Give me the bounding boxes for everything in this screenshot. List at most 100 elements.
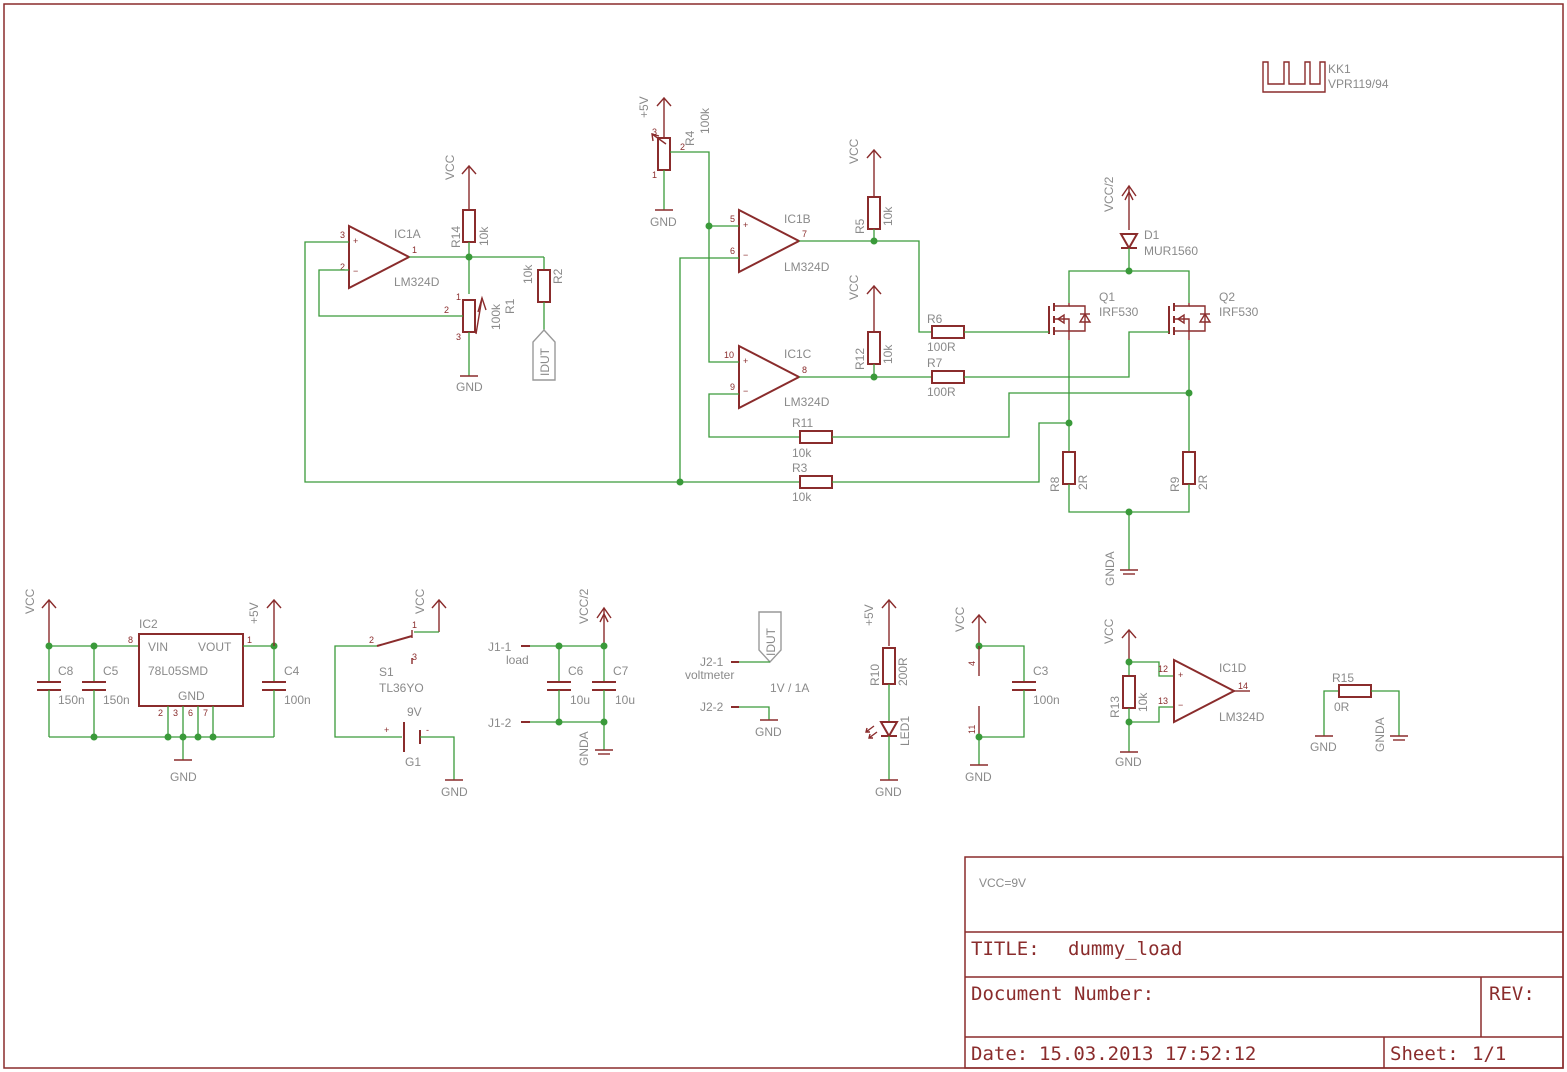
r1-name: R1 bbox=[503, 298, 517, 314]
title-label: TITLE: bbox=[971, 938, 1040, 960]
ic1c-section: + − 10 9 8 IC1C LM324D R11 10k VCC R12 1… bbox=[708, 226, 1189, 460]
ic1c-value: LM324D bbox=[784, 395, 830, 409]
resistor-r13 bbox=[1122, 675, 1136, 709]
led1-name: LED1 bbox=[898, 716, 912, 746]
r3-section: R3 10k bbox=[792, 419, 1073, 504]
svg-text:13: 13 bbox=[1158, 696, 1168, 706]
document-number-label: Document Number: bbox=[971, 983, 1154, 1005]
kk1-value: VPR119/94 bbox=[1328, 77, 1389, 91]
svg-text:+: + bbox=[743, 356, 748, 366]
gnd-label-led: GND bbox=[875, 785, 902, 799]
r13-name: R13 bbox=[1108, 696, 1122, 718]
mosfet-q1: Q1 IRF530 bbox=[1048, 290, 1139, 340]
ic2-gnd-label: GND bbox=[178, 689, 205, 703]
power-stage: VCC/2 D1 MUR1560 Q1 IRF530 bbox=[1045, 176, 1259, 586]
svg-text:2: 2 bbox=[340, 262, 345, 272]
r9-name: R9 bbox=[1168, 476, 1182, 492]
svg-text:3: 3 bbox=[340, 230, 345, 240]
p5v-label-led: +5V bbox=[862, 604, 876, 626]
diode-d1 bbox=[1119, 233, 1139, 251]
ic1b-name: IC1B bbox=[784, 212, 811, 226]
r4-section: +5V 3 2 1 R4 100k GND bbox=[637, 96, 712, 229]
opamp-ic1b bbox=[738, 208, 802, 274]
svg-text:−: − bbox=[1178, 700, 1183, 710]
svg-text:+: + bbox=[743, 220, 748, 230]
p5v-label-r4: +5V bbox=[637, 96, 651, 118]
svg-text:8: 8 bbox=[128, 635, 133, 645]
resistor-r7 bbox=[931, 370, 965, 384]
j2-1-name: J2-1 bbox=[700, 655, 724, 669]
svg-text:2: 2 bbox=[444, 305, 449, 315]
c5-value: 150n bbox=[103, 693, 130, 707]
svg-text:1: 1 bbox=[412, 245, 417, 255]
vcc-label-ic2: VCC bbox=[23, 588, 37, 614]
svg-text:1: 1 bbox=[456, 292, 461, 302]
svg-text:2: 2 bbox=[680, 142, 685, 152]
vcc-label-r12: VCC bbox=[847, 274, 861, 300]
gnda-label-r15: GNDA bbox=[1373, 717, 1387, 752]
ic1a-value: LM324D bbox=[394, 275, 440, 289]
q2-name: Q2 bbox=[1219, 290, 1235, 304]
r13-value: 10k bbox=[1136, 692, 1150, 712]
c8-name: C8 bbox=[58, 664, 74, 678]
opamp-ic1d bbox=[1173, 658, 1237, 724]
r6-value: 100R bbox=[927, 340, 956, 354]
svg-text:10: 10 bbox=[724, 350, 734, 360]
vcc-label-r5: VCC bbox=[847, 138, 861, 164]
svg-text:−: − bbox=[743, 250, 748, 260]
c7-value: 10u bbox=[615, 693, 635, 707]
svg-text:1: 1 bbox=[652, 170, 657, 180]
resistor-r11 bbox=[799, 430, 833, 444]
heatsink-kk1: KK1 VPR119/94 bbox=[1262, 61, 1389, 93]
resistor-r12 bbox=[867, 331, 881, 365]
j1-1-label: load bbox=[506, 653, 529, 667]
j2-1-label: voltmeter bbox=[685, 668, 734, 682]
switch-battery-section: VCC 1 2 3 S1 TL36YO + - 9V G1 GND bbox=[334, 588, 468, 799]
c3-section: VCC 4 11 C3 100n GND bbox=[953, 606, 1060, 784]
resistor-r15 bbox=[1338, 684, 1372, 698]
ic2-vout-label: VOUT bbox=[198, 640, 232, 654]
idut-label-1: IDUT bbox=[538, 347, 552, 376]
r14-name: R14 bbox=[449, 226, 463, 248]
r1-value: 100k bbox=[489, 303, 503, 330]
ic1a-section: VCC R14 10k + − 3 2 1 IC1A LM324D 10k R2… bbox=[304, 154, 800, 483]
ic1b-section: + − 5 6 7 IC1B LM324D VCC R5 10k R6 100R bbox=[676, 138, 1045, 486]
d1-name: D1 bbox=[1144, 228, 1160, 242]
gnd-label-r4: GND bbox=[650, 215, 677, 229]
r9-value: 2R bbox=[1196, 474, 1210, 490]
gnda-label-r8r9: GNDA bbox=[1103, 551, 1117, 586]
vcc-label-r14: VCC bbox=[443, 154, 457, 180]
r15-value: 0R bbox=[1334, 700, 1350, 714]
svg-text:8: 8 bbox=[802, 365, 807, 375]
svg-text:7: 7 bbox=[203, 708, 208, 718]
svg-text:-: - bbox=[426, 725, 429, 735]
gnd-label-j2: GND bbox=[755, 725, 782, 739]
ic2-value: 78L05SMD bbox=[148, 664, 208, 678]
led-section: +5V R10 200R LED1 GND bbox=[862, 598, 912, 799]
r2-name: R2 bbox=[551, 268, 565, 284]
gnd-label-ic2: GND bbox=[170, 770, 197, 784]
r3-value: 10k bbox=[792, 490, 812, 504]
resistor-r6 bbox=[931, 325, 965, 339]
switch-s1 bbox=[376, 635, 413, 647]
r12-value: 10k bbox=[881, 344, 895, 364]
r4-name: R4 bbox=[683, 130, 697, 146]
r15-section: GND R15 0R GNDA bbox=[1310, 671, 1408, 754]
r8-name: R8 bbox=[1048, 476, 1062, 492]
r6-name: R6 bbox=[927, 312, 943, 326]
gnd-label-c3: GND bbox=[965, 770, 992, 784]
svg-text:9: 9 bbox=[730, 382, 735, 392]
opamp-ic1c bbox=[738, 344, 802, 410]
d1-value: MUR1560 bbox=[1144, 244, 1198, 258]
c4-name: C4 bbox=[284, 664, 300, 678]
c3-value: 100n bbox=[1033, 693, 1060, 707]
svg-text:−: − bbox=[353, 266, 358, 276]
svg-text:2: 2 bbox=[369, 635, 374, 645]
r11-name: R11 bbox=[792, 416, 813, 430]
svg-text:+: + bbox=[384, 725, 389, 735]
r10-name: R10 bbox=[868, 664, 882, 686]
idut-label-flag-1 bbox=[532, 328, 556, 381]
vcc-label-ic1d: VCC bbox=[1102, 618, 1116, 644]
ic1d-section: VCC R13 10k GND + − 12 13 14 IC1D LM324D bbox=[1102, 618, 1265, 769]
